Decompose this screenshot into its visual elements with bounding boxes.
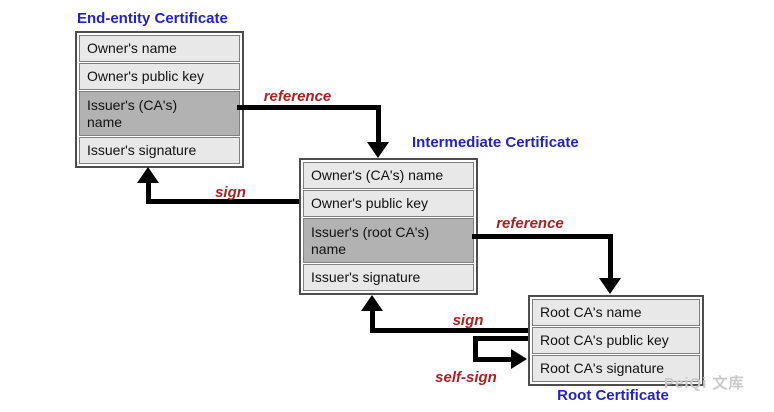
field-owners-public-key: Owner's public key <box>303 190 474 217</box>
root-certificate-title: Root Certificate <box>557 387 669 404</box>
sign-arrow-1-label: sign <box>215 184 246 201</box>
root-certificate-box: Root CA's name Root CA's public key Root… <box>528 295 704 386</box>
field-root-cas-name: Root CA's name <box>532 299 700 326</box>
field-owners-ca-name: Owner's (CA's) name <box>303 162 474 189</box>
self-sign-arrow-label: self-sign <box>435 369 497 386</box>
field-owners-public-key: Owner's public key <box>79 63 240 90</box>
intermediate-certificate-box: Owner's (CA's) name Owner's public key I… <box>299 158 478 295</box>
sign-arrow-1-arrowhead-icon <box>137 167 159 183</box>
sign-arrow-1-horizontal-line <box>146 199 299 204</box>
self-sign-arrow-top-line <box>473 336 528 341</box>
field-owners-name: Owner's name <box>79 35 240 62</box>
reference-arrow-1-vertical-line <box>376 105 381 144</box>
reference-arrow-2-horizontal-line <box>472 234 613 239</box>
self-sign-arrow-bottom-line <box>473 357 513 362</box>
reference-arrow-1-horizontal-line <box>237 105 381 110</box>
self-sign-arrow-arrowhead-icon <box>511 349 527 369</box>
field-issuers-signature: Issuer's signature <box>79 137 240 164</box>
reference-arrow-2-vertical-line <box>608 234 613 280</box>
field-issuers-root-ca-name: Issuer's (root CA's) name <box>303 218 474 263</box>
field-root-cas-signature: Root CA's signature <box>532 355 700 382</box>
self-sign-arrow-vertical-line <box>473 336 478 362</box>
reference-arrow-2-label: reference <box>496 215 564 232</box>
field-root-cas-public-key: Root CA's public key <box>532 327 700 354</box>
sign-arrow-2-arrowhead-icon <box>361 295 383 311</box>
intermediate-certificate-title: Intermediate Certificate <box>412 134 579 151</box>
sign-arrow-1-vertical-line <box>146 182 151 204</box>
sign-arrow-2-label: sign <box>452 312 484 329</box>
reference-arrow-1-label: reference <box>263 88 332 105</box>
watermark: PeiQi 文库 <box>664 375 745 392</box>
end-entity-certificate-title: End-entity Certificate <box>77 10 228 27</box>
sign-arrow-2-vertical-line <box>370 310 375 333</box>
sign-arrow-2-horizontal-line <box>370 328 528 333</box>
end-entity-certificate-box: Owner's name Owner's public key Issuer's… <box>75 31 244 168</box>
reference-arrow-2-arrowhead-icon <box>599 278 621 294</box>
field-issuers-ca-name: Issuer's (CA's) name <box>79 91 240 136</box>
reference-arrow-1-arrowhead-icon <box>367 142 389 158</box>
field-issuers-signature: Issuer's signature <box>303 264 474 291</box>
